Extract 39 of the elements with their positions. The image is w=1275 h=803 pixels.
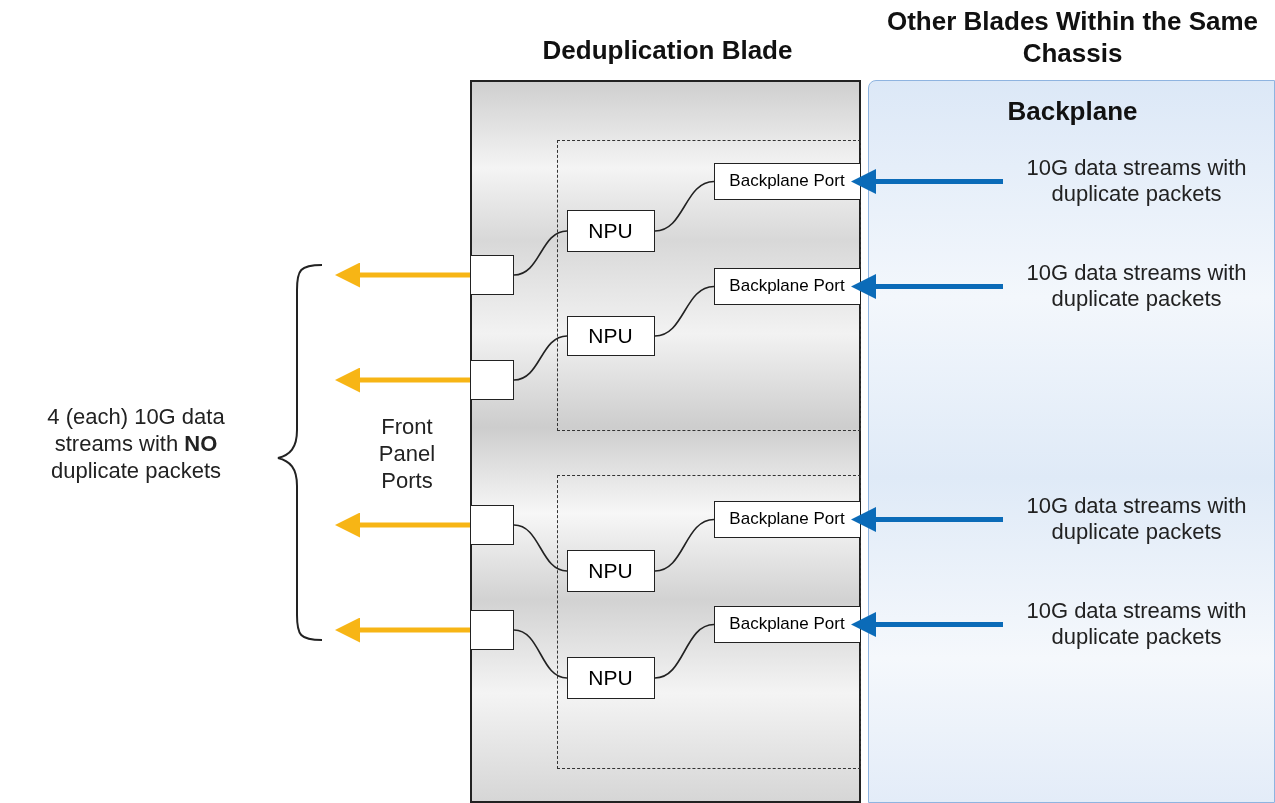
port-square <box>470 505 514 545</box>
connector-line <box>654 623 715 679</box>
section-label: Front Panel Ports <box>377 413 437 494</box>
stream-label: 10G data streams with duplicate packets <box>1002 493 1271 545</box>
arrow <box>851 169 1003 194</box>
connector-line <box>513 629 568 679</box>
port-square <box>470 360 514 400</box>
connector-line <box>513 524 568 572</box>
arrow <box>335 512 470 538</box>
processor-box: NPU <box>566 209 655 252</box>
stream-label: 10G data streams with duplicate packets <box>1002 260 1271 312</box>
processor-box: NPU <box>566 315 655 356</box>
panel-heading: Backplane <box>1006 95 1139 127</box>
dashed-group-box <box>557 140 861 431</box>
stream-label: 10G data streams with duplicate packets <box>1002 155 1271 207</box>
stream-label: 10G data streams with duplicate packets <box>1002 598 1271 650</box>
panel-heading: Other Blades Within the Same Chassis <box>885 5 1260 69</box>
panel-heading: Deduplication Blade <box>541 34 794 66</box>
arrow <box>335 367 470 393</box>
processor-box: NPU <box>566 549 655 592</box>
port-square <box>470 610 514 650</box>
arrow <box>851 612 1003 637</box>
arrow <box>335 262 470 288</box>
connector-line <box>513 335 568 381</box>
arrow <box>335 617 470 643</box>
port-box: Backplane Port <box>713 500 861 538</box>
connector-line <box>654 285 715 337</box>
processor-box: NPU <box>566 656 655 699</box>
dashed-group-box <box>557 475 861 769</box>
port-box: Backplane Port <box>713 162 861 200</box>
connector-line <box>513 230 568 276</box>
arrow <box>851 507 1003 532</box>
port-box: Backplane Port <box>713 605 861 643</box>
bracket-note: 4 (each) 10G data streams with NO duplicate packets <box>46 403 226 484</box>
port-box: Backplane Port <box>713 267 861 305</box>
port-square <box>470 255 514 295</box>
arrow <box>851 274 1003 299</box>
connector-line <box>654 180 715 232</box>
connector-line <box>654 518 715 572</box>
